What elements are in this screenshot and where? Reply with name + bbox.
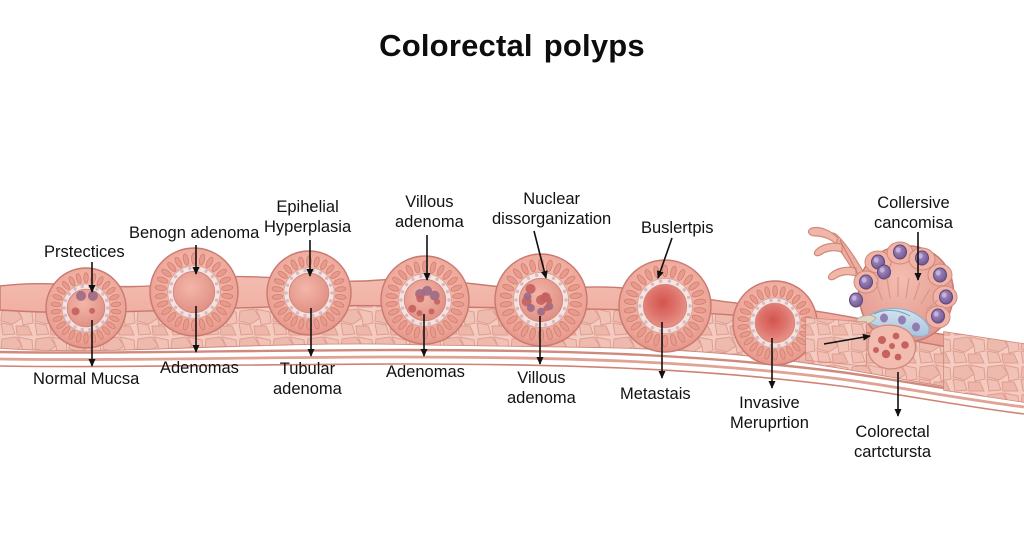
polyp-normal-mucosa — [45, 267, 127, 349]
label-collersive-cancomisa: Collersive cancomisa — [874, 194, 953, 232]
polyp-invasive-eruption — [732, 280, 818, 366]
arrow-to-buslertpis — [657, 237, 673, 279]
label-epihelial-hyperplasia: Epihelial Hyperplasia — [264, 198, 352, 236]
label-nuclear-dissorg: Nuclear dissorganization — [492, 190, 612, 228]
label-villous-adenoma-top: Villous adenoma — [395, 193, 464, 231]
label-adenomas-2: Adenomas — [386, 363, 465, 381]
label-buslertpis: Buslertpis — [641, 219, 714, 237]
label-colorectal-carctursta: Colorectal cartctursta — [854, 423, 932, 461]
label-invasive-meruprtion: Invasive Meruprtion — [730, 394, 809, 432]
polyp-group — [45, 247, 818, 366]
polyp-benign-adenoma — [149, 247, 239, 337]
label-prstectices: Prstectices — [44, 243, 125, 261]
polyp-villous-adenoma — [380, 255, 470, 345]
title-word-2: polyps — [543, 28, 645, 63]
polyp-epithelial-hyperplasia — [266, 250, 352, 336]
cancer-nucleus — [893, 244, 907, 260]
cancer-nucleus — [849, 292, 863, 308]
cancer-nucleus — [939, 289, 953, 305]
title-word-1: Colorectal — [379, 28, 533, 63]
cancer-nucleus — [933, 267, 947, 283]
cancer-nucleus — [931, 308, 945, 324]
polyp-nuclear-disorganization — [494, 253, 588, 347]
cancer-nucleus — [877, 264, 891, 280]
arrow-to-nuclear-dissorg — [533, 230, 548, 279]
carcinoma-mass — [805, 226, 1024, 403]
arrow-to-invasion-site — [823, 333, 871, 345]
distal-wall-block — [943, 331, 1024, 403]
invasion-nuclei — [873, 332, 909, 361]
label-normal-mucsa: Normal Mucsa — [33, 370, 140, 388]
tumour-crypts — [875, 277, 939, 311]
cancer-nucleus — [859, 274, 873, 290]
polyp-metastasis — [618, 259, 712, 353]
label-metastais: Metastais — [620, 385, 691, 403]
label-tubular-adenoma: Tubular adenoma — [273, 360, 342, 398]
label-villous-adenoma-bot: Villous adenoma — [507, 369, 576, 407]
label-benogn-adenoma: Benogn adenoma — [129, 224, 260, 242]
invasive-vessels — [855, 307, 930, 338]
label-adenomas-1: Adenomas — [160, 359, 239, 377]
annotation-arrows — [88, 230, 922, 417]
page-title: Colorectal polyps — [0, 28, 1024, 64]
